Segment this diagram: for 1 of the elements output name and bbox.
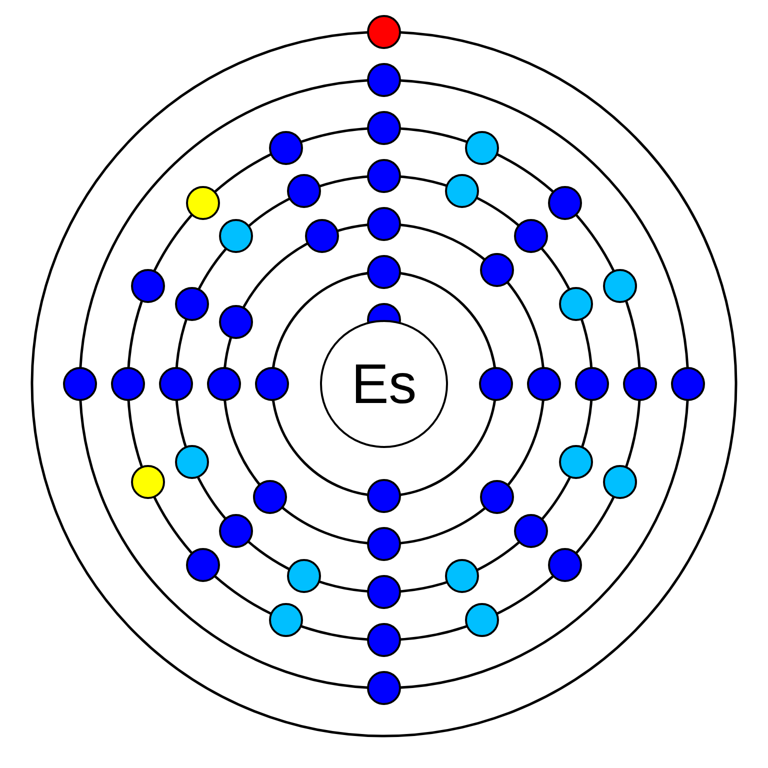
element-symbol: Es xyxy=(351,356,417,412)
